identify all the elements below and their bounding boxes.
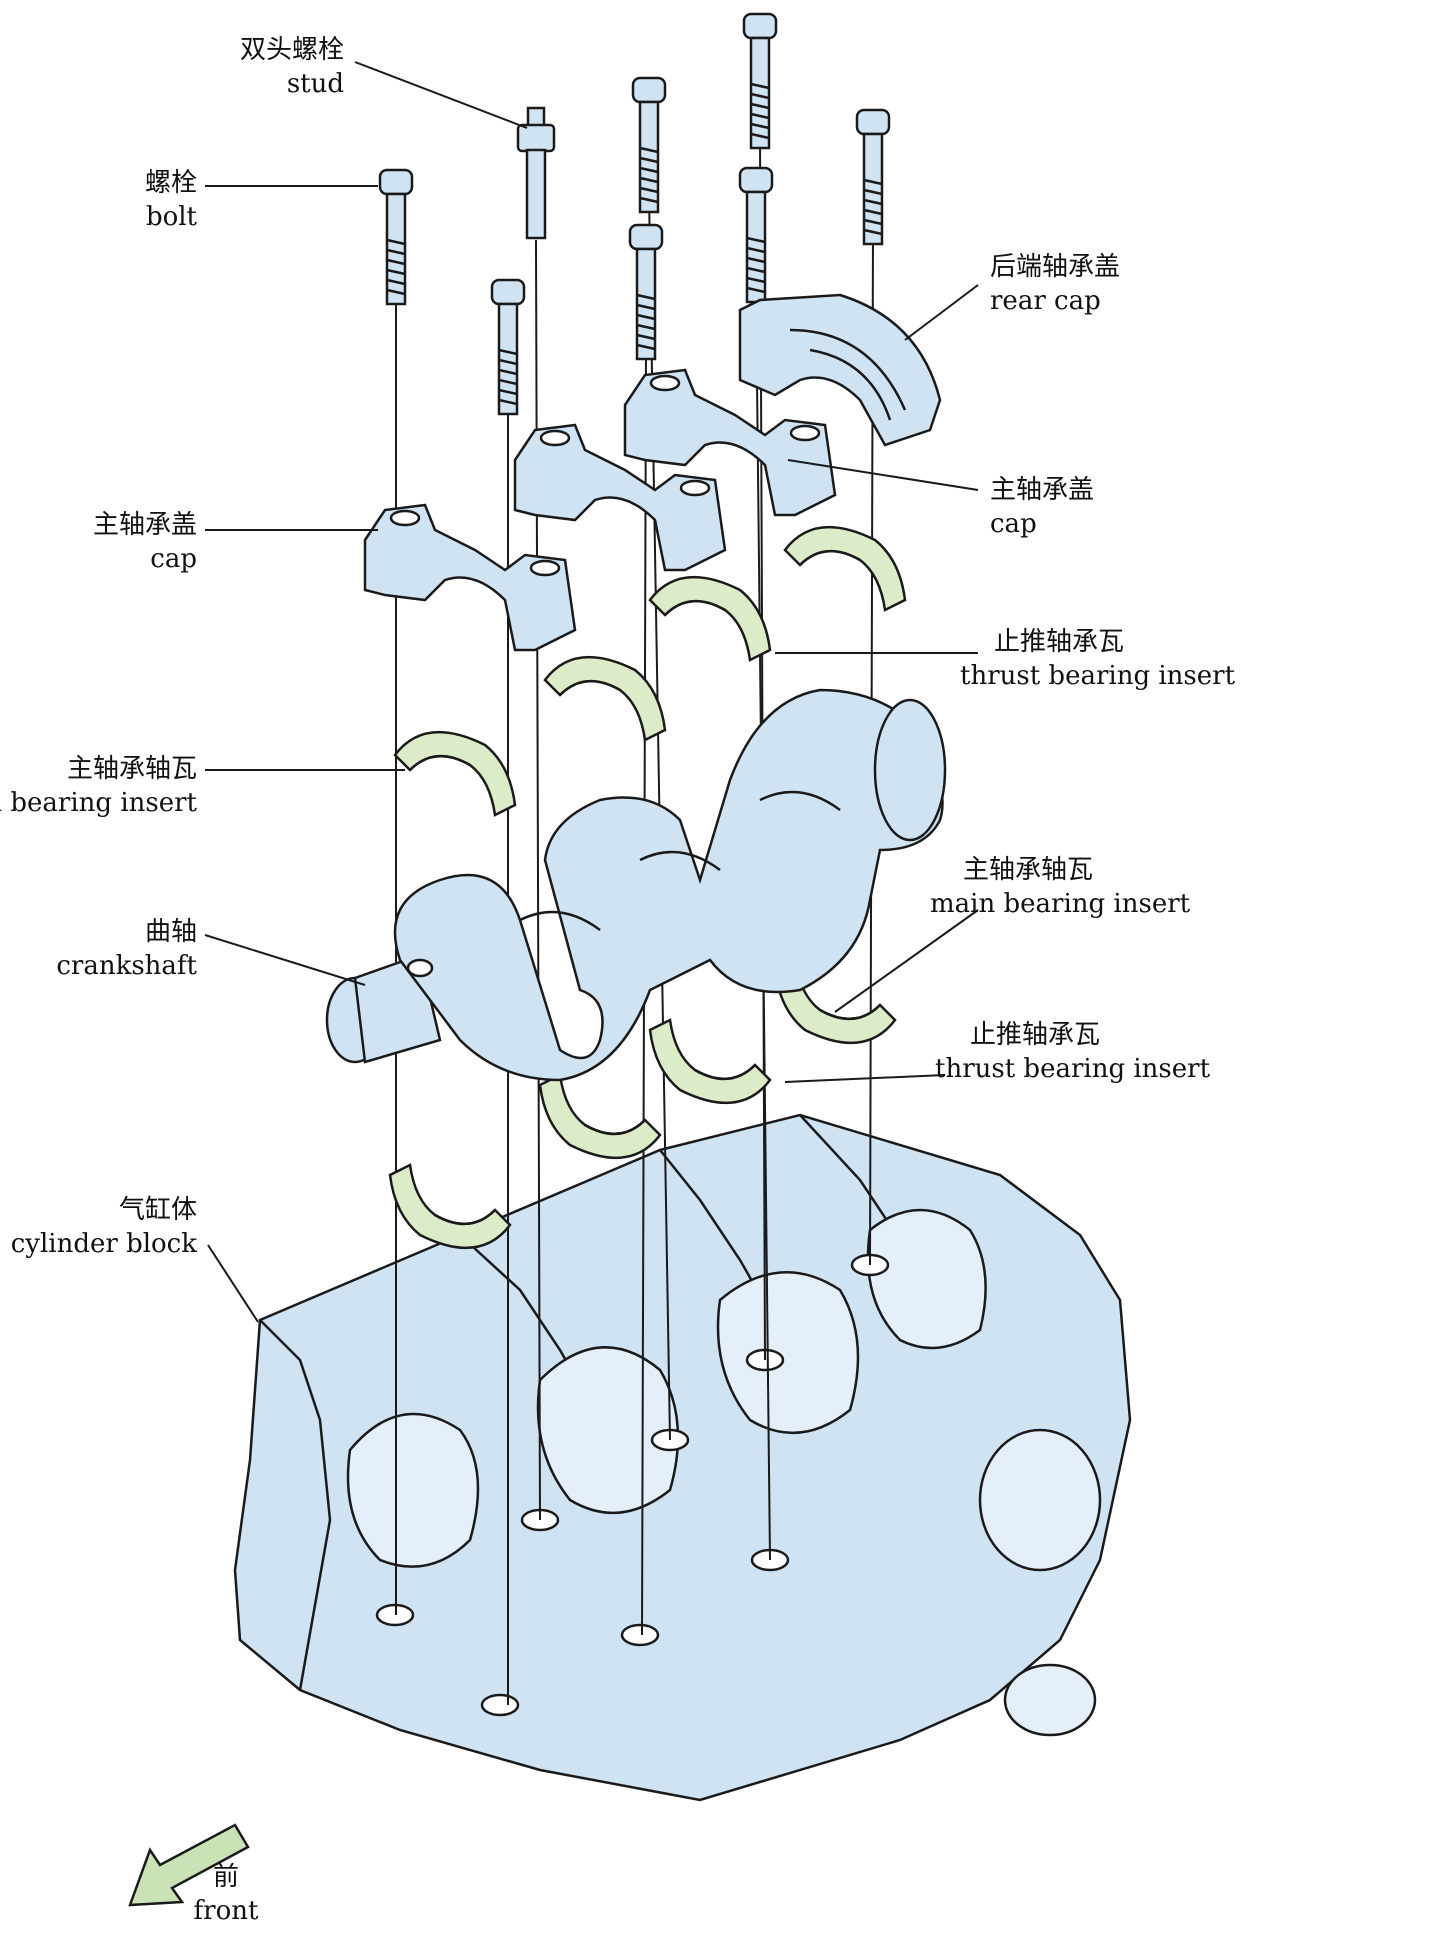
- label-cylinder-block: 气缸体 cylinder block: [10, 1195, 197, 1259]
- label-bolt: 螺栓 bolt: [144, 168, 197, 232]
- cylinder-block-shape: [233, 1113, 1132, 1802]
- label-main-insert-left: 主轴承轴瓦 main bearing insert: [0, 754, 197, 818]
- label-crankshaft: 曲轴 crankshaft: [56, 917, 197, 981]
- front-arrow: [128, 1823, 250, 1907]
- label-main-insert-right: 主轴承轴瓦 main bearing insert: [930, 855, 1191, 919]
- label-front: 前 front: [193, 1862, 259, 1926]
- leader-lines: [204, 61, 979, 1323]
- main-bearing-caps: [363, 368, 837, 652]
- crankshaft-shape: [325, 688, 947, 1082]
- label-cap-left: 主轴承盖 cap: [92, 510, 197, 574]
- label-stud: 双头螺栓 stud: [239, 35, 344, 99]
- label-rear-cap: 后端轴承盖 rear cap: [990, 252, 1121, 316]
- rear-cap-shape: [738, 293, 942, 447]
- label-thrust-upper: 止推轴承瓦 thrust bearing insert: [960, 627, 1236, 691]
- stud-shape: [516, 106, 556, 240]
- label-cap-right: 主轴承盖 cap: [990, 475, 1095, 539]
- label-thrust-lower: 止推轴承瓦 thrust bearing insert: [935, 1020, 1211, 1084]
